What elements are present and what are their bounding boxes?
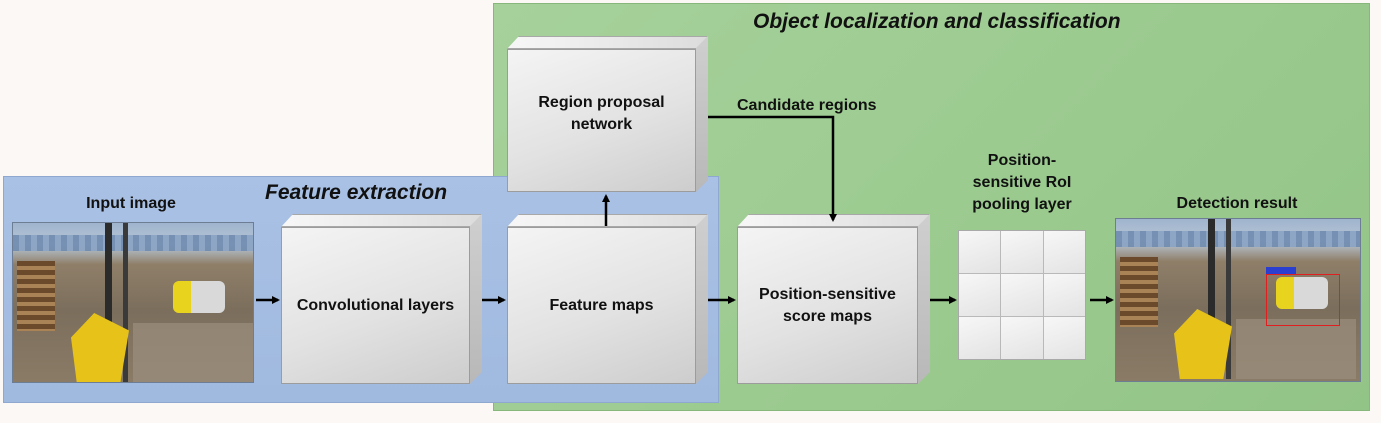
arrow-candidate-regions	[708, 115, 837, 222]
detection-result-image	[1115, 218, 1361, 382]
region-proposal-network-box: Region proposal network	[507, 36, 708, 192]
detection-label-tag	[1266, 267, 1296, 274]
convolutional-layers-label: Convolutional layers	[296, 296, 455, 314]
detection-result-label: Detection result	[1176, 195, 1298, 212]
feature-maps-box: Feature maps	[507, 214, 708, 384]
feature-extraction-title: Feature extraction	[265, 181, 448, 204]
input-image	[12, 222, 254, 383]
object-localization-title: Object localization and classification	[753, 10, 1121, 33]
convolutional-layers-box: Convolutional layers	[281, 214, 482, 384]
feature-maps-label: Feature maps	[549, 296, 654, 314]
detection-bounding-box	[1266, 274, 1340, 326]
score-maps-label: Position-sensitive score maps	[759, 285, 896, 325]
score-maps-box: Position-sensitive score maps	[737, 214, 930, 384]
roi-pooling-grid	[958, 230, 1088, 360]
input-image-label: Input image	[86, 195, 176, 212]
roi-pooling-label: Position-sensitive RoI pooling layer	[972, 152, 1072, 213]
candidate-regions-label: Candidate regions	[737, 97, 877, 114]
region-proposal-network-label: Region proposal network	[538, 94, 665, 133]
